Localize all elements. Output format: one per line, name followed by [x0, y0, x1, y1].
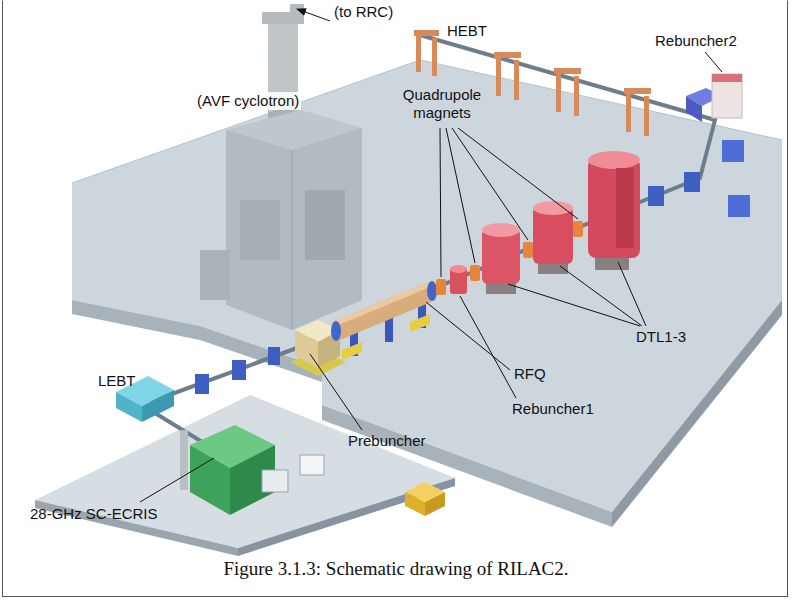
leader-line	[440, 128, 441, 277]
cyclotron	[240, 200, 280, 260]
rebuncher	[712, 74, 742, 118]
ion-source	[190, 445, 230, 515]
ion-source	[180, 430, 188, 490]
hebt-stand	[432, 38, 437, 76]
beam-pipe	[150, 35, 715, 448]
part-label: Quadrupole magnets	[396, 86, 488, 122]
hebt-stand	[496, 56, 501, 96]
rfq	[427, 281, 437, 301]
hebt-stand	[554, 68, 581, 74]
leader-line	[458, 128, 578, 219]
lebt-magnets	[195, 374, 209, 394]
rebuncher	[712, 74, 742, 82]
leader-line	[297, 9, 330, 21]
part-label: 28-GHz SC-ECRIS	[30, 505, 158, 523]
lebt-magnets	[268, 347, 280, 365]
rebuncher	[712, 74, 742, 118]
dtl-tank	[482, 151, 640, 294]
rfq	[331, 281, 437, 360]
leader-line	[508, 284, 640, 326]
cyclotron	[292, 150, 293, 330]
hebt-magnets	[728, 195, 750, 217]
lebt-magnets	[116, 347, 280, 422]
dtl-tank	[616, 168, 634, 248]
cyclotron	[200, 250, 230, 300]
rfq	[410, 314, 430, 332]
floor-slab	[72, 300, 200, 340]
dtl-tank	[588, 151, 640, 169]
leader-line	[618, 262, 646, 326]
cyclotron	[305, 190, 345, 260]
hebt-magnets	[648, 186, 664, 206]
leader-line	[426, 302, 510, 370]
leader-line	[705, 52, 722, 72]
hebt-stand	[514, 60, 519, 100]
quadrupole-magnet	[573, 221, 583, 237]
cyclotron	[226, 110, 362, 150]
leader-line	[460, 296, 516, 398]
rebuncher	[450, 265, 467, 273]
hebt-stand	[626, 92, 631, 132]
ion-source	[300, 455, 324, 475]
part-label: DTL1-3	[636, 328, 686, 346]
part-label: Prebuncher	[348, 432, 426, 450]
leader-line	[140, 458, 214, 502]
quadrupole-magnet	[470, 265, 480, 281]
rfq	[331, 321, 341, 341]
part-label: Rebuncher2	[655, 32, 737, 50]
part-label: (to RRC)	[334, 3, 393, 21]
ion-source	[180, 425, 324, 515]
prebuncher	[290, 320, 346, 376]
leader-line	[446, 128, 475, 263]
rfq	[342, 342, 362, 360]
lebt-magnets	[232, 360, 246, 380]
hebt-magnets	[684, 172, 700, 192]
hebt-magnets	[722, 140, 744, 162]
leader-line	[140, 9, 722, 502]
hebt-stand	[556, 72, 561, 112]
part-label: LEBT	[98, 372, 136, 390]
rebuncher	[450, 265, 467, 294]
floor-slab	[72, 60, 782, 183]
lower-platform	[35, 395, 455, 548]
cyclotron	[200, 4, 362, 330]
part-label: Rebuncher1	[512, 400, 594, 418]
hebt-stand	[624, 88, 651, 94]
quadrupole-magnet	[523, 242, 533, 258]
lebt-magnets	[116, 392, 142, 422]
ion-source	[262, 470, 288, 492]
leader-line	[560, 266, 642, 326]
equipment-box	[405, 492, 425, 516]
beam-pipe	[300, 35, 715, 345]
prebuncher	[295, 330, 318, 368]
rfq	[332, 282, 436, 340]
hebt-stand	[644, 96, 649, 136]
equipment-box	[405, 482, 445, 516]
rfq	[332, 282, 430, 327]
cyclotron	[226, 110, 362, 330]
leader-line	[452, 128, 528, 240]
part-label: RFQ	[514, 365, 546, 383]
figure-caption: Figure 3.1.3: Schematic drawing of RILAC…	[0, 558, 792, 580]
dtl-tank	[533, 201, 573, 215]
hebt-stand	[416, 34, 421, 72]
floor-slab	[612, 300, 782, 527]
quadrupole-magnet	[436, 279, 446, 295]
lower-platform	[35, 395, 455, 556]
equipment-box	[425, 492, 445, 516]
hebt-stand	[414, 30, 439, 36]
hebt-magnets	[686, 96, 702, 122]
dtl-tank	[588, 158, 640, 258]
hebt-stand	[494, 52, 521, 58]
part-label: (AVF cyclotron)	[195, 92, 301, 110]
dtl-tank	[482, 223, 520, 237]
leader-line	[310, 354, 362, 430]
lebt-magnets	[142, 390, 174, 422]
hebt-stand	[574, 76, 579, 116]
part-label: HEBT	[447, 22, 487, 40]
